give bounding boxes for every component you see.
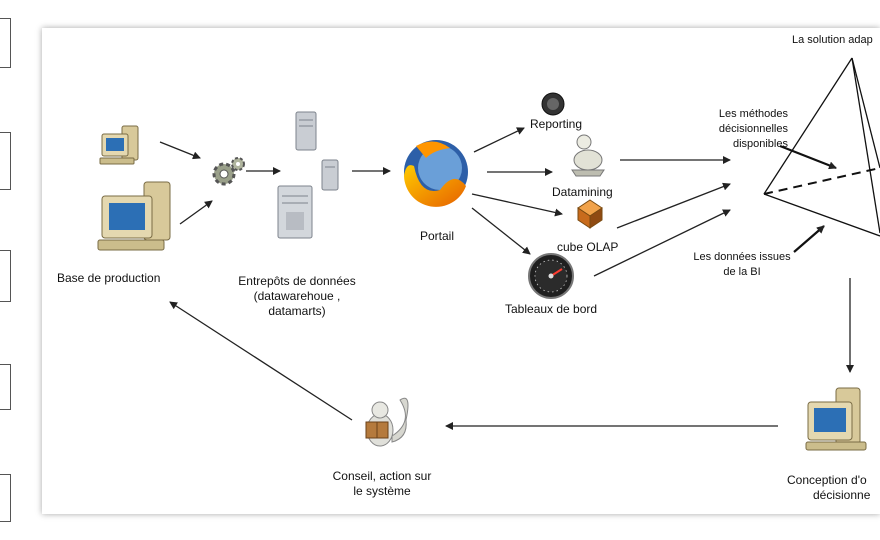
label-warehouse-line3: datamarts)	[268, 304, 326, 318]
label-warehouse-line1: Entrepôts de données	[238, 274, 356, 288]
reporting-icon	[541, 92, 565, 116]
gears-icon	[212, 157, 245, 186]
label-warehouse: Entrepôts de données (datawarehoue , dat…	[222, 274, 372, 319]
label-methods: Les méthodes décisionnelles disponibles	[688, 107, 788, 152]
olap-cube-icon	[577, 199, 603, 229]
computer-icon	[99, 125, 139, 165]
edge-box-2	[0, 132, 11, 190]
label-reporting: Reporting	[530, 117, 583, 131]
label-olap: cube OLAP	[557, 240, 619, 254]
computer-icon	[805, 387, 867, 451]
label-advice: Conseil, action sur le système	[312, 469, 452, 499]
server-icon	[321, 159, 339, 191]
label-design-line2: décisionne	[813, 488, 871, 502]
pyramid-icon	[763, 57, 880, 237]
edge-box-1	[0, 18, 11, 68]
arrow-big-pc-to-gears	[179, 200, 213, 225]
label-portal: Portail	[420, 229, 455, 243]
label-methods-line3: disponibles	[732, 138, 788, 150]
label-design-line1: Conception d'o	[787, 473, 867, 487]
label-advice-line2: le système	[353, 484, 411, 498]
diagram-canvas: Base de production Entrepôts de données …	[42, 28, 880, 514]
arrow-portal-to-reporting	[473, 127, 525, 153]
label-dashboard: Tableaux de bord	[505, 302, 598, 316]
arrow-methods-to-pyramid	[779, 144, 837, 170]
squirrel-reading-icon	[365, 397, 409, 447]
arrow-bi-data-to-pyramid	[793, 225, 825, 253]
label-bi-data-line2: de la BI	[723, 266, 761, 278]
label-bi-data: Les données issues de la BI	[682, 250, 802, 280]
label-methods-line2: décisionnelles	[718, 123, 788, 135]
label-warehouse-line2: (datawarehoue ,	[253, 289, 341, 303]
edge-box-3	[0, 250, 11, 302]
arrows	[159, 127, 854, 430]
arrow-olap-to-solution	[616, 182, 731, 229]
label-production: Base de production	[57, 271, 161, 285]
edge-box-5	[0, 474, 11, 522]
firefox-icon	[404, 140, 468, 207]
arrow-dashboard-to-solution	[593, 209, 731, 277]
gauge-icon	[528, 253, 574, 299]
server-icon	[295, 111, 317, 151]
label-datamining: Datamining	[552, 185, 613, 199]
server-icon	[277, 185, 313, 239]
arrow-portal-to-dashboard	[471, 207, 531, 255]
edge-box-4	[0, 364, 11, 410]
arrow-small-pc-to-gears	[159, 141, 201, 160]
label-bi-data-line1: Les données issues	[693, 251, 791, 263]
diagram-graphics	[97, 57, 880, 451]
label-methods-line1: Les méthodes	[718, 108, 788, 120]
label-advice-line1: Conseil, action sur	[332, 469, 432, 483]
computer-icon	[97, 181, 171, 251]
arrow-portal-to-olap	[471, 193, 563, 217]
label-design: Conception d'o décisionne	[787, 473, 870, 503]
arrow-advice-to-production	[169, 301, 353, 421]
label-solution: La solution adap	[792, 34, 873, 46]
datamining-icon	[571, 134, 605, 177]
